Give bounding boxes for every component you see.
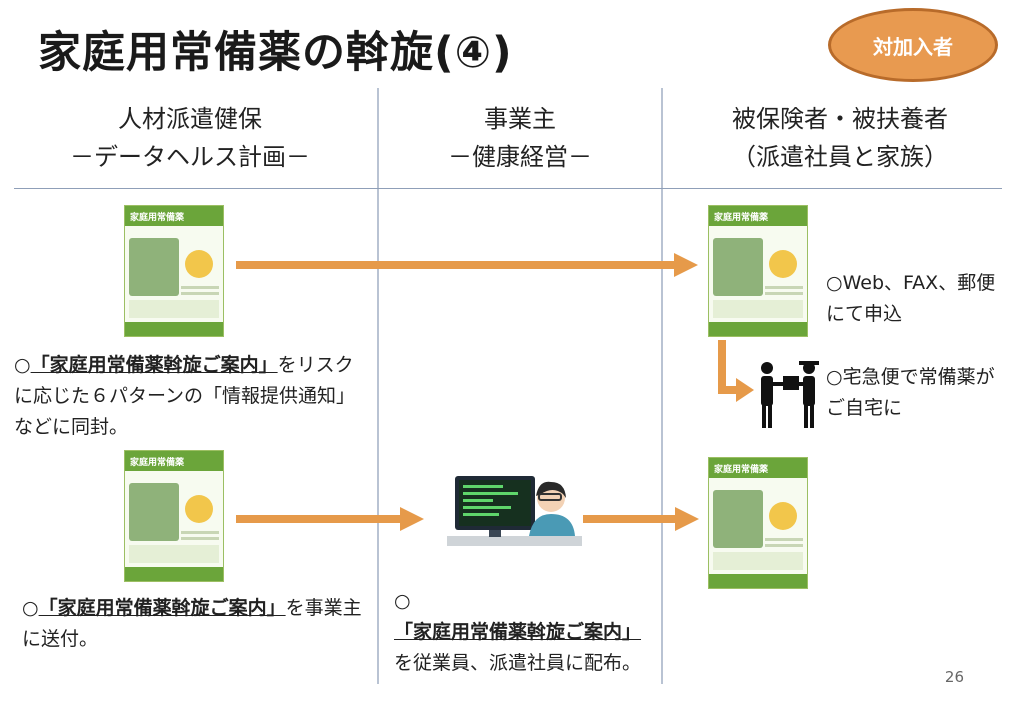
page-number: 26 [944,668,964,686]
note-left-bottom: ○「家庭用常備薬斡旋ご案内」を事業主に送付。 [22,593,367,655]
note-bullet: ○ [22,597,39,619]
note-text: を従業員、派遣社員に配布。 [394,652,642,674]
computer-worker-icon [447,476,582,546]
arrow-right-icon [236,507,424,531]
column-divider [661,88,663,684]
column-divider [377,88,379,684]
note-right-top: ○Web、FAX、郵便にて申込 [826,272,996,325]
column-header-line1: 事業主 [484,105,556,133]
note-emphasis: 「家庭用常備薬斡旋ご案内」 [394,621,642,643]
note-text: を事業主に送付。 [22,597,362,650]
arrow-down-right-icon [718,340,754,402]
leaflet-image: 家庭用常備薬 [124,450,224,582]
column-header-insurer: 人材派遣健保 －データヘルス計画－ [60,100,320,176]
column-header-line1: 被保険者・被扶養者 [732,105,948,133]
leaflet-heading: 家庭用常備薬 [125,451,223,471]
column-header-line1: 人材派遣健保 [118,105,262,133]
note-bullet: ○ [394,590,411,612]
header-divider [14,188,1002,189]
column-header-line2: －データヘルス計画－ [70,143,310,171]
note-emphasis: 「家庭用常備薬斡旋ご案内」 [30,354,278,376]
leaflet-image: 家庭用常備薬 [124,205,224,337]
column-header-employer: 事業主 －健康経営－ [395,100,645,176]
leaflet-image: 家庭用常備薬 [708,457,808,589]
audience-badge: 対加入者 [828,8,998,82]
arrow-right-icon [236,253,698,277]
column-header-line2: （派遣社員と家族） [732,143,948,171]
note-right-mid: ○宅急便で常備薬がご自宅に [826,366,995,419]
note-bullet: ○ [14,354,31,376]
column-header-line2: －健康経営－ [448,143,592,171]
leaflet-heading: 家庭用常備薬 [709,206,807,226]
note-emphasis: 「家庭用常備薬斡旋ご案内」 [38,597,286,619]
leaflet-heading: 家庭用常備薬 [709,458,807,478]
page-title: 家庭用常備薬の斡旋(④) [38,28,513,78]
note-middle: ○ 「家庭用常備薬斡旋ご案内」を従業員、派遣社員に配布。 [394,586,652,679]
delivery-handover-icon [761,361,819,428]
leaflet-heading: 家庭用常備薬 [125,206,223,226]
leaflet-image: 家庭用常備薬 [708,205,808,337]
note-text: をリスクに応じた６パターンの「情報提供通知」などに同封。 [14,354,356,438]
column-header-insured: 被保険者・被扶養者 （派遣社員と家族） [690,100,990,176]
note-left-top: ○「家庭用常備薬斡旋ご案内」をリスクに応じた６パターンの「情報提供通知」などに同… [14,350,369,443]
arrow-right-icon [583,507,699,531]
